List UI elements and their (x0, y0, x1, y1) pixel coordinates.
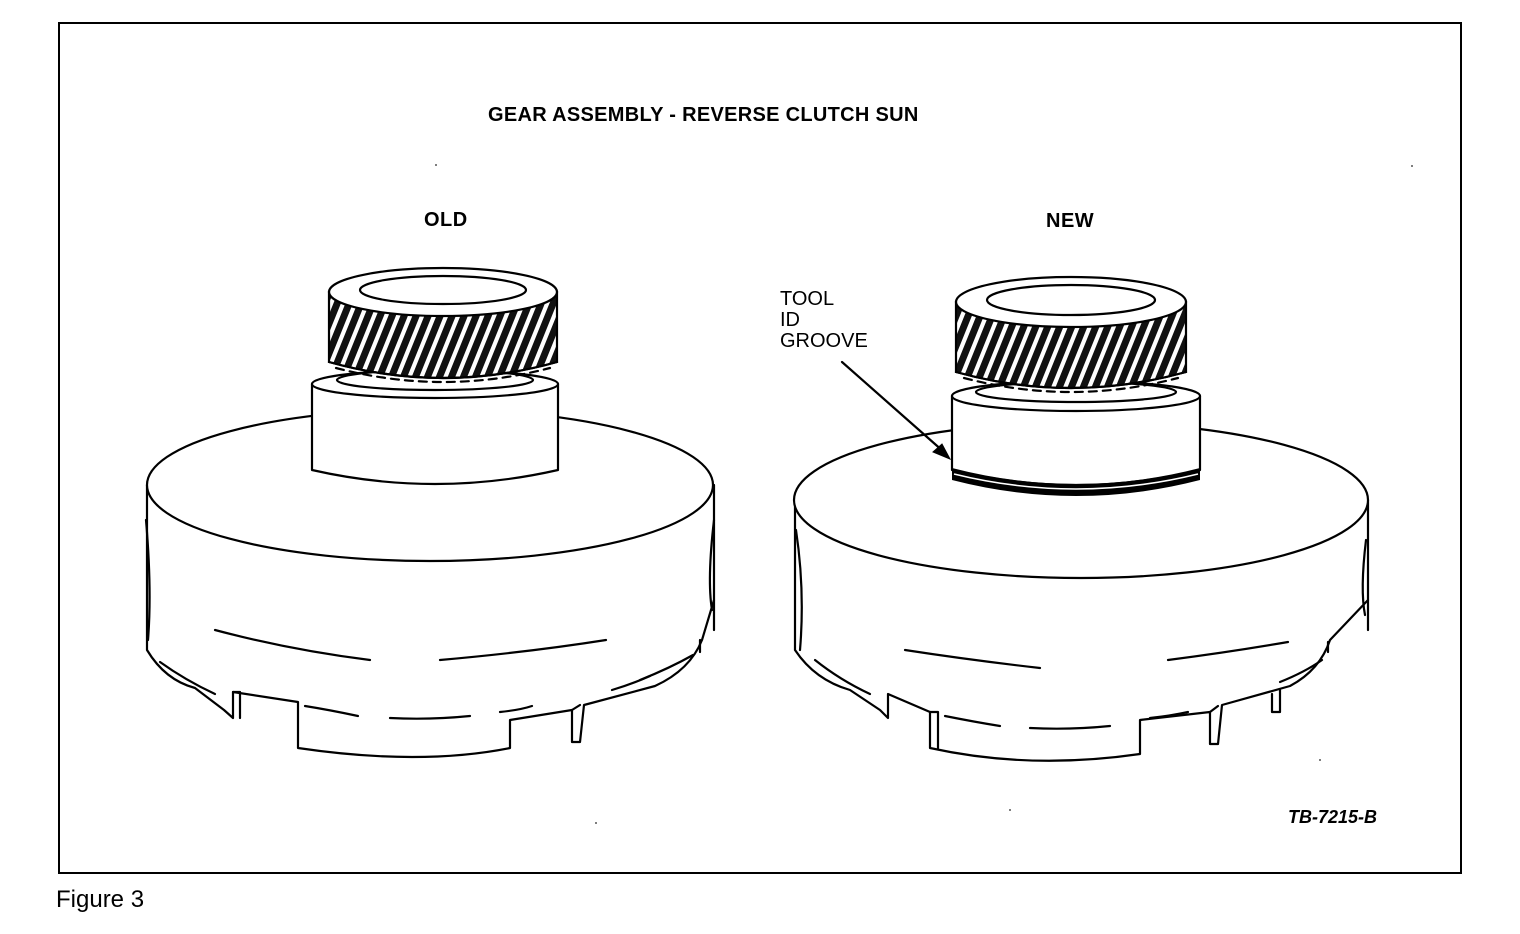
tool-id-groove-callout: TOOL ID GROOVE (780, 289, 868, 352)
old-clutch-drum (144, 407, 716, 759)
callout-line: ID (780, 309, 800, 331)
tool-id-groove-leader (840, 360, 952, 460)
figure-title: GEAR ASSEMBLY - REVERSE CLUTCH SUN (488, 104, 919, 126)
figure-caption: Figure 3 (56, 886, 145, 913)
new-helical-gear (954, 275, 1188, 394)
new-label: NEW (1046, 210, 1095, 232)
figure-frame (58, 22, 1462, 874)
old-helical-gear (327, 266, 559, 384)
old-hub (310, 368, 560, 486)
document-code: TB-7215-B (1288, 807, 1378, 827)
callout-line: TOOL (780, 288, 835, 310)
new-clutch-drum (792, 420, 1370, 762)
callout-line: GROOVE (780, 330, 868, 352)
old-label: OLD (424, 209, 468, 231)
scan-specks (435, 164, 1413, 824)
new-hub (950, 379, 1202, 496)
new-gear-assembly (792, 275, 1370, 762)
old-gear-assembly (144, 266, 716, 759)
